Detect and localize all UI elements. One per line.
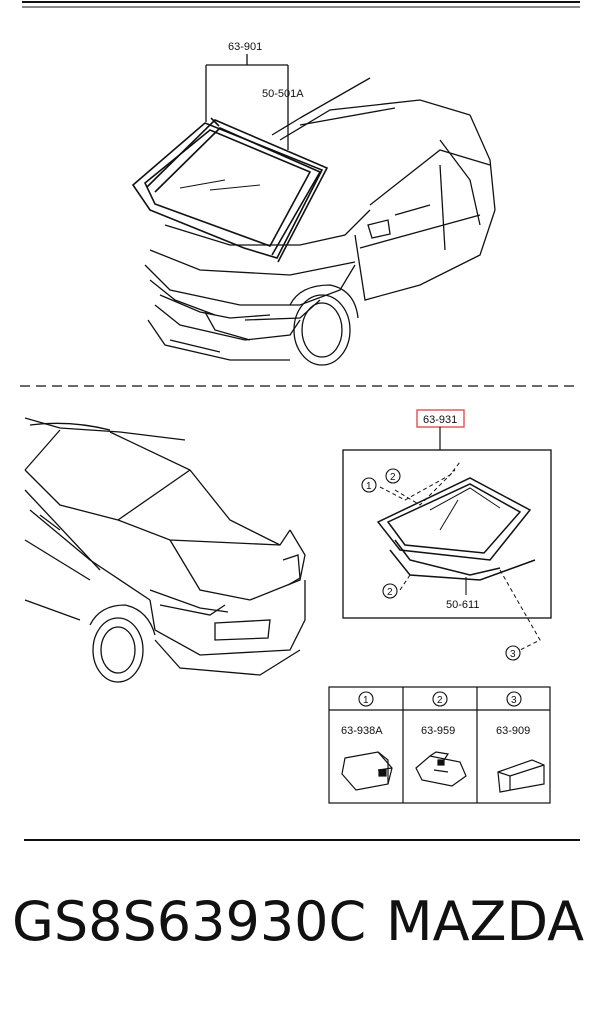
windshield-molding: [146, 117, 329, 263]
marker-2-top-label: 2: [390, 472, 396, 483]
callout-50-611: 50-611: [446, 599, 479, 611]
table-part-3: 63-909: [496, 725, 530, 737]
marker-2-bottom: [382, 583, 398, 599]
callout-50-501A: 50-501A: [262, 88, 304, 100]
clip-part-icon: [341, 751, 393, 791]
callout-bracket-63-901: [205, 54, 371, 150]
marker-2-bottom-label: 2: [387, 587, 393, 598]
table-part-2: 63-959: [421, 725, 455, 737]
front-car-illustration: [144, 99, 496, 366]
brand-name: MAZDA: [386, 890, 585, 953]
callout-63-931: 63-931: [423, 414, 457, 426]
windshield-glass: [131, 122, 324, 259]
callout-63-901: 63-901: [228, 41, 262, 53]
marker-3: [505, 645, 521, 661]
table-marker-2: [432, 691, 448, 707]
rear-window-detail-box: [342, 449, 552, 619]
marker-3-label: 3: [510, 649, 516, 660]
marker-1-label: 1: [366, 481, 372, 492]
rear-window-glass: [376, 477, 536, 581]
marker-2-top: [385, 468, 401, 484]
dam-part-icon: [497, 759, 545, 793]
parts-table: [328, 686, 551, 804]
table-marker-1-label: 1: [363, 695, 369, 706]
table-marker-1: [358, 691, 374, 707]
table-marker-2-label: 2: [437, 695, 443, 706]
table-marker-3-label: 3: [511, 695, 517, 706]
table-marker-3: [506, 691, 522, 707]
table-part-1: 63-938A: [341, 725, 383, 737]
leader-lines: [379, 461, 541, 651]
spacer-part-icon: [415, 751, 467, 787]
part-number: GS8S63930C: [12, 890, 367, 953]
marker-1: [361, 477, 377, 493]
footer: GS8S63930C MAZDA: [0, 890, 600, 980]
rear-car-illustration: [24, 417, 306, 683]
